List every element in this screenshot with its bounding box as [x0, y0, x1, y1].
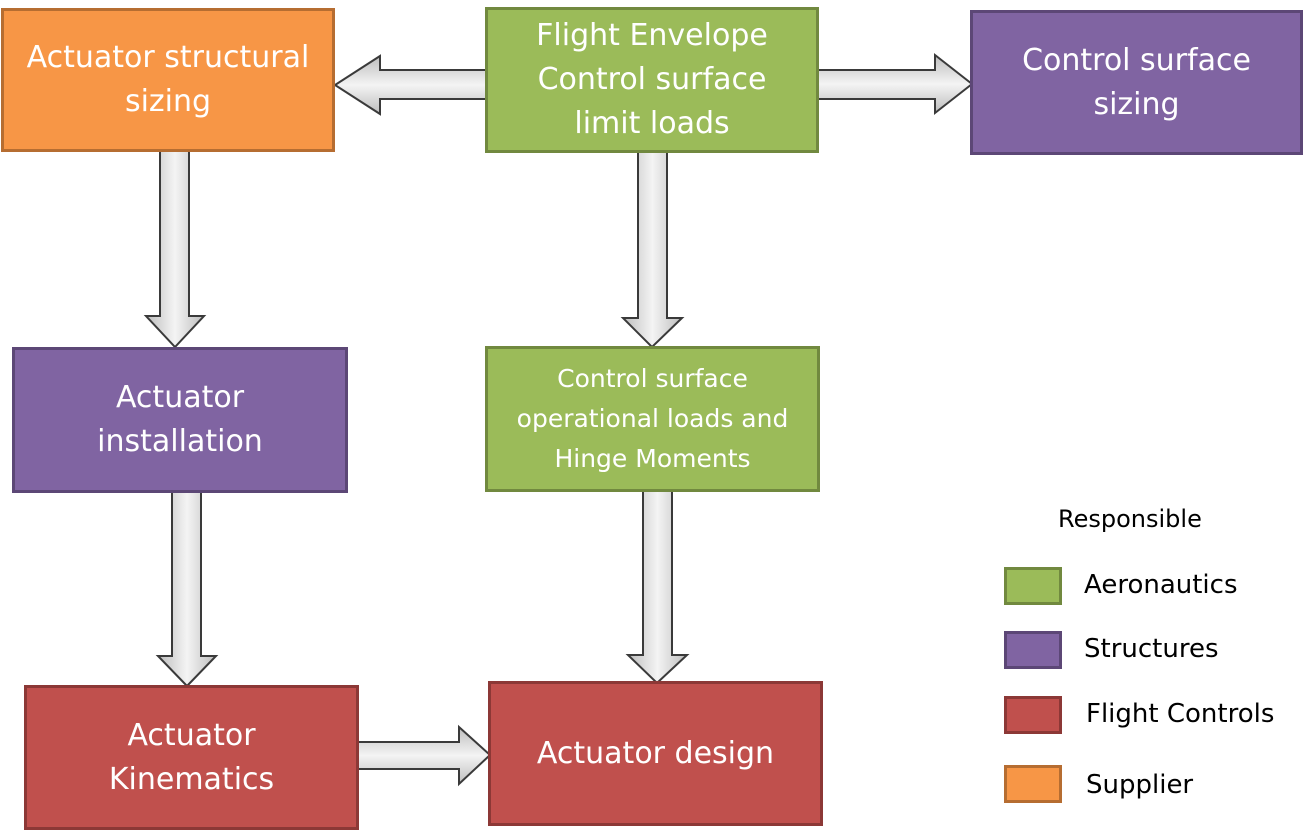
- legend-label-aeronautics: Aeronautics: [1084, 570, 1238, 600]
- actuator-design-box: Actuator design: [488, 681, 823, 826]
- actuator-installation-box: Actuator installation: [12, 347, 348, 493]
- legend-swatch-structures: [1004, 631, 1062, 669]
- arrow-to-operational-loads: [620, 151, 685, 349]
- legend-swatch-supplier: [1004, 765, 1062, 803]
- legend-swatch-flight-controls: [1004, 696, 1062, 734]
- flight-envelope-box: Flight Envelope Control surface limit lo…: [485, 7, 819, 153]
- actuator-kinematics-label: Actuator Kinematics: [108, 717, 275, 797]
- legend-label-flight-controls: Flight Controls: [1086, 699, 1275, 729]
- legend-label-structures: Structures: [1084, 634, 1219, 664]
- arrow-to-actuator-design-from-loads: [625, 489, 690, 685]
- legend-title: Responsible: [1058, 505, 1202, 533]
- actuator-kinematics-box: Actuator Kinematics: [24, 685, 359, 830]
- arrow-to-actuator-structural-sizing: [333, 54, 488, 116]
- control-surface-sizing-label: Control surface sizing: [1022, 42, 1251, 122]
- arrow-to-actuator-design-from-kinematics: [357, 724, 492, 787]
- actuator-installation-label: Actuator installation: [97, 380, 263, 459]
- arrow-to-actuator-kinematics: [155, 491, 219, 688]
- arrow-to-control-surface-sizing: [817, 52, 974, 116]
- legend-swatch-aeronautics: [1004, 567, 1062, 605]
- arrow-to-actuator-installation: [143, 150, 207, 349]
- actuator-design-label: Actuator design: [536, 735, 775, 771]
- operational-loads-box: Control surface operational loads and Hi…: [485, 346, 820, 492]
- actuator-structural-sizing-label: Actuator structural sizing: [26, 40, 310, 119]
- control-surface-sizing-box: Control surface sizing: [970, 10, 1303, 155]
- actuator-structural-sizing-box: Actuator structural sizing: [1, 8, 335, 152]
- legend-label-supplier: Supplier: [1086, 770, 1194, 800]
- flight-envelope-label: Flight Envelope Control surface limit lo…: [536, 18, 768, 141]
- operational-loads-label: Control surface operational loads and Hi…: [516, 364, 789, 473]
